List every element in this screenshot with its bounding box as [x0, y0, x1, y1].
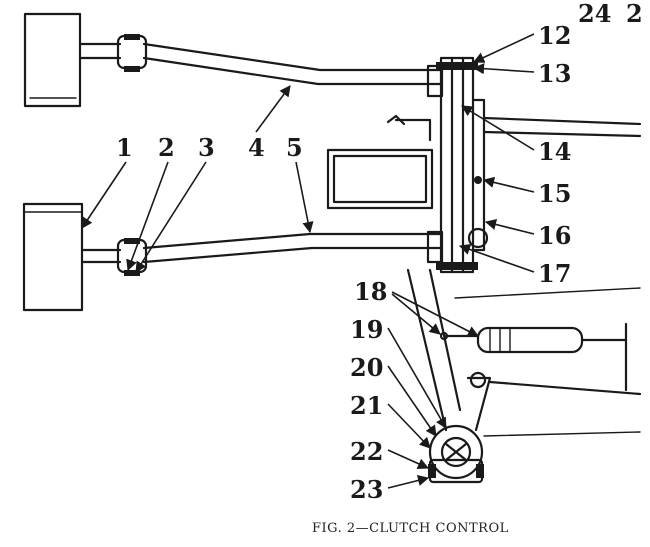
callout-19: 19: [350, 315, 383, 344]
callout-20: 20: [350, 353, 383, 382]
lower-pedal-arm: [80, 232, 442, 276]
callout-15: 15: [538, 179, 571, 208]
callout-2-cropped: 2: [626, 0, 643, 28]
lower-pedal-pad: [22, 202, 84, 312]
release-lever: [406, 268, 642, 437]
adjusting-assembly: [428, 424, 484, 484]
return-spring: [439, 322, 628, 392]
frame-bracket: [326, 114, 434, 210]
callout-5: 5: [286, 133, 303, 162]
callout-1: 1: [116, 133, 133, 162]
cross-shaft-housing: [426, 56, 489, 274]
upper-pedal-arm: [78, 34, 442, 86]
figure-caption: FIG. 2—CLUTCH CONTROL: [312, 521, 509, 536]
callout-4: 4: [248, 133, 265, 162]
callout-24: 24: [578, 0, 611, 28]
callout-12: 12: [538, 21, 571, 50]
upper-pedal-pad: [23, 12, 82, 108]
callout-21: 21: [350, 391, 383, 420]
callout-17: 17: [538, 259, 571, 288]
callout-2: 2: [158, 133, 175, 162]
callout-18: 18: [354, 277, 387, 306]
callout-22: 22: [350, 437, 383, 466]
right-rod: [454, 116, 642, 299]
callout-14: 14: [538, 137, 571, 166]
callout-labels: 1 2 3 4 5 12 13 14 15 16 17 18 19 20 21 …: [116, 0, 643, 504]
leader-lines: [81, 33, 535, 489]
callout-3: 3: [198, 133, 215, 162]
callout-23: 23: [350, 475, 383, 504]
callout-16: 16: [538, 221, 571, 250]
callout-13: 13: [538, 59, 571, 88]
